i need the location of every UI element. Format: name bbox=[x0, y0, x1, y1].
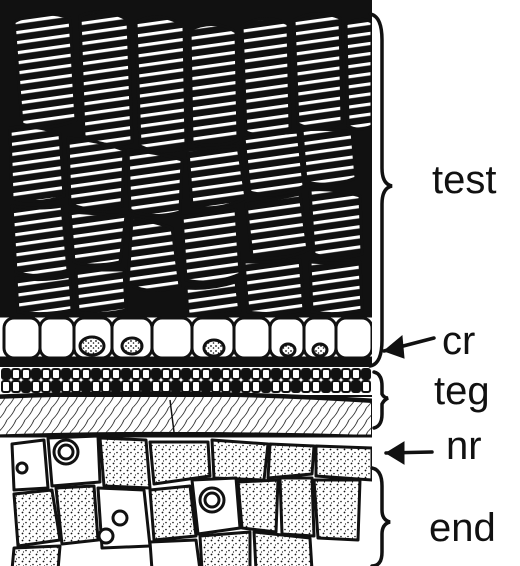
tegmen-cell bbox=[62, 381, 70, 392]
tegmen-cell bbox=[122, 369, 130, 379]
tegmen-cell bbox=[242, 369, 250, 379]
tegmen-cell bbox=[12, 369, 20, 379]
tegmen-cell bbox=[222, 381, 230, 392]
tegmen-cell bbox=[362, 369, 370, 379]
annotation-marks bbox=[370, 14, 434, 566]
tegmen-cell bbox=[192, 381, 200, 392]
crystal-layer-cells bbox=[0, 316, 374, 366]
tegmen-cell bbox=[342, 381, 350, 392]
tegmen-cell bbox=[302, 369, 310, 379]
tegmen-cell bbox=[332, 381, 340, 392]
tegmen-cell bbox=[112, 381, 120, 392]
tegmen-cell bbox=[202, 381, 210, 392]
tegmen-cell bbox=[352, 381, 360, 392]
tegmen-cell bbox=[172, 369, 180, 379]
tegmen-cell bbox=[162, 381, 170, 392]
tegmen-cell bbox=[132, 381, 140, 392]
tegmen-cell bbox=[152, 381, 160, 392]
tissue-layers bbox=[0, 0, 374, 566]
tegmen-cell bbox=[72, 381, 80, 392]
tegmen-cell bbox=[272, 381, 280, 392]
tegmen-cell bbox=[22, 381, 30, 392]
tegmen-cell bbox=[182, 381, 190, 392]
tegmen-cell bbox=[92, 369, 100, 379]
tegmen-cell bbox=[122, 381, 130, 392]
tegmen-cell bbox=[342, 369, 350, 379]
tegmen-cell bbox=[142, 381, 150, 392]
tegmen-cell bbox=[152, 369, 160, 379]
tegmen-cell bbox=[212, 369, 220, 379]
tegmen-cell bbox=[82, 381, 90, 392]
tegmen-cell bbox=[132, 369, 140, 379]
endosperm-cells bbox=[0, 436, 374, 566]
nucellar-remnant-layer bbox=[0, 395, 372, 438]
tegmen-cell bbox=[202, 369, 210, 379]
tegmen-cell bbox=[172, 381, 180, 392]
tegmen-cell bbox=[352, 369, 360, 379]
tegmen-brace bbox=[374, 372, 388, 428]
tegmen-cell bbox=[212, 381, 220, 392]
tegmen-cell bbox=[52, 369, 60, 379]
tegmen-cell bbox=[2, 381, 10, 392]
tegmen-cell bbox=[292, 381, 300, 392]
tegmen-cell bbox=[42, 369, 50, 379]
tegmen-cell bbox=[192, 369, 200, 379]
tegmen-cell bbox=[272, 369, 280, 379]
tegmen-cell bbox=[252, 381, 260, 392]
tegmen-cell bbox=[232, 369, 240, 379]
tegmen-cell bbox=[102, 381, 110, 392]
tegmen-cell bbox=[32, 369, 40, 379]
tegmen-cell bbox=[162, 369, 170, 379]
tegmen-cell bbox=[242, 381, 250, 392]
tegmen-cell bbox=[262, 381, 270, 392]
tegmen-cell bbox=[362, 381, 370, 392]
cr-arrow bbox=[384, 336, 434, 358]
crystal-layer-label: cr bbox=[442, 321, 475, 361]
tegmen-cell bbox=[312, 369, 320, 379]
tegmen-cell bbox=[182, 369, 190, 379]
tegmen-cell bbox=[92, 381, 100, 392]
tegmen-cell bbox=[312, 381, 320, 392]
testa-cells bbox=[0, 0, 374, 318]
tegmen-cell bbox=[322, 381, 330, 392]
tegmen-cell bbox=[302, 381, 310, 392]
tegmen-cell bbox=[252, 369, 260, 379]
tegmen-cell bbox=[332, 369, 340, 379]
tegmen-cell bbox=[22, 369, 30, 379]
tegmen-cell bbox=[52, 381, 60, 392]
tegmen-cell bbox=[112, 369, 120, 379]
tegmen-cell bbox=[12, 381, 20, 392]
tegmen-cell bbox=[232, 381, 240, 392]
tegmen-label: teg bbox=[434, 371, 490, 411]
testa-label: test bbox=[432, 160, 496, 200]
nucellar-remnant-label: nr bbox=[446, 426, 482, 466]
nr-arrow bbox=[386, 442, 432, 464]
endosperm-label: end bbox=[429, 508, 496, 548]
tegmen-cell bbox=[102, 369, 110, 379]
tegmen-cell bbox=[42, 381, 50, 392]
tegmen-cell bbox=[292, 369, 300, 379]
tegmen-cell bbox=[82, 369, 90, 379]
endosperm-brace bbox=[372, 468, 390, 566]
tegmen-cell bbox=[142, 369, 150, 379]
tegmen-cell bbox=[72, 369, 80, 379]
tegmen-cell bbox=[32, 381, 40, 392]
tegmen-cell bbox=[2, 369, 10, 379]
tegmen-cell bbox=[282, 369, 290, 379]
testa-brace bbox=[370, 14, 392, 366]
tegmen-cell bbox=[282, 381, 290, 392]
tegmen-cell bbox=[262, 369, 270, 379]
tegmen-cell bbox=[322, 369, 330, 379]
tegmen-cell bbox=[62, 369, 70, 379]
tegmen-cell bbox=[222, 369, 230, 379]
